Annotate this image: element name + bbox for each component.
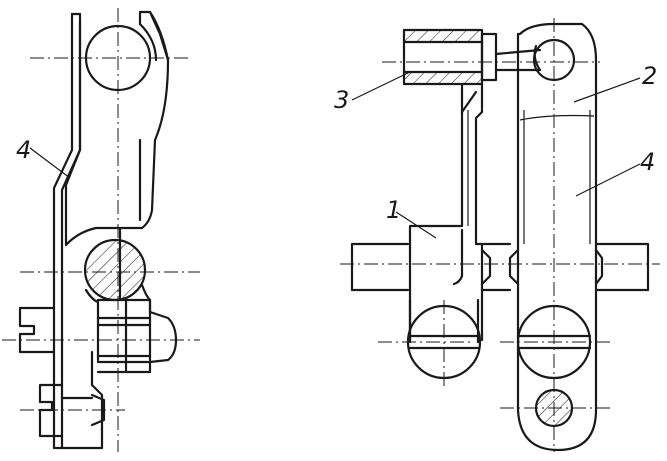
left-pin-support-right [140,283,152,362]
leader-4 [575,163,641,197]
lever-part-4 [516,22,598,452]
leader-3 [351,71,411,101]
right-shaft-collar-3 [594,248,604,286]
label-1: 1 [386,196,401,224]
arm-inner-slot [452,228,464,286]
right-shaft-right [594,242,650,292]
right-view-assembly: 3 1 2 4 [334,18,660,452]
left-screw-head-lower [38,383,64,438]
label-3: 3 [334,86,349,114]
left-plate-outline [60,12,104,450]
left-lower-block [96,298,178,374]
leader-1 [395,211,437,239]
left-lever-right-edge [148,10,170,62]
left-plate-inner-edge [52,12,74,450]
right-shaft-collar-2 [508,248,520,286]
screw-1-slot [408,334,480,350]
screw-1-sides [408,298,480,344]
arm-bend [460,90,478,114]
bushing-hatch-top [404,30,482,42]
leader-2 [573,77,641,103]
right-shaft-collar-1 [480,248,492,286]
left-pin-support-left [84,288,100,362]
lever-inner-edges [523,110,591,244]
lever-top-hole [532,38,576,82]
right-shaft-middle [480,242,512,292]
lever-pivot-arc [533,44,542,72]
left-screw-head-upper [18,306,56,354]
label-2: 2 [642,62,657,90]
arm-part-1 [408,82,484,342]
left-pin-hatch [85,240,145,300]
lever-break-line [519,114,595,121]
lever-lower-pin [534,388,574,428]
label-4: 4 [640,148,655,176]
label-left-4: 4 [16,136,31,164]
lever-lower-pin-hatch [536,390,572,426]
left-lever-body [64,10,170,247]
bushing-hatch-bottom [404,72,482,84]
left-top-roller [84,24,152,92]
screw-2-slot [516,334,592,350]
screw-1-head [406,304,482,380]
left-view-assembly: 4 [2,8,200,452]
screw-2-head [516,304,592,380]
left-nut [90,393,106,427]
bushing-flange [480,32,498,82]
leader-left-4 [29,147,71,179]
right-shaft-left [350,242,410,292]
left-roller-housing [138,22,158,62]
